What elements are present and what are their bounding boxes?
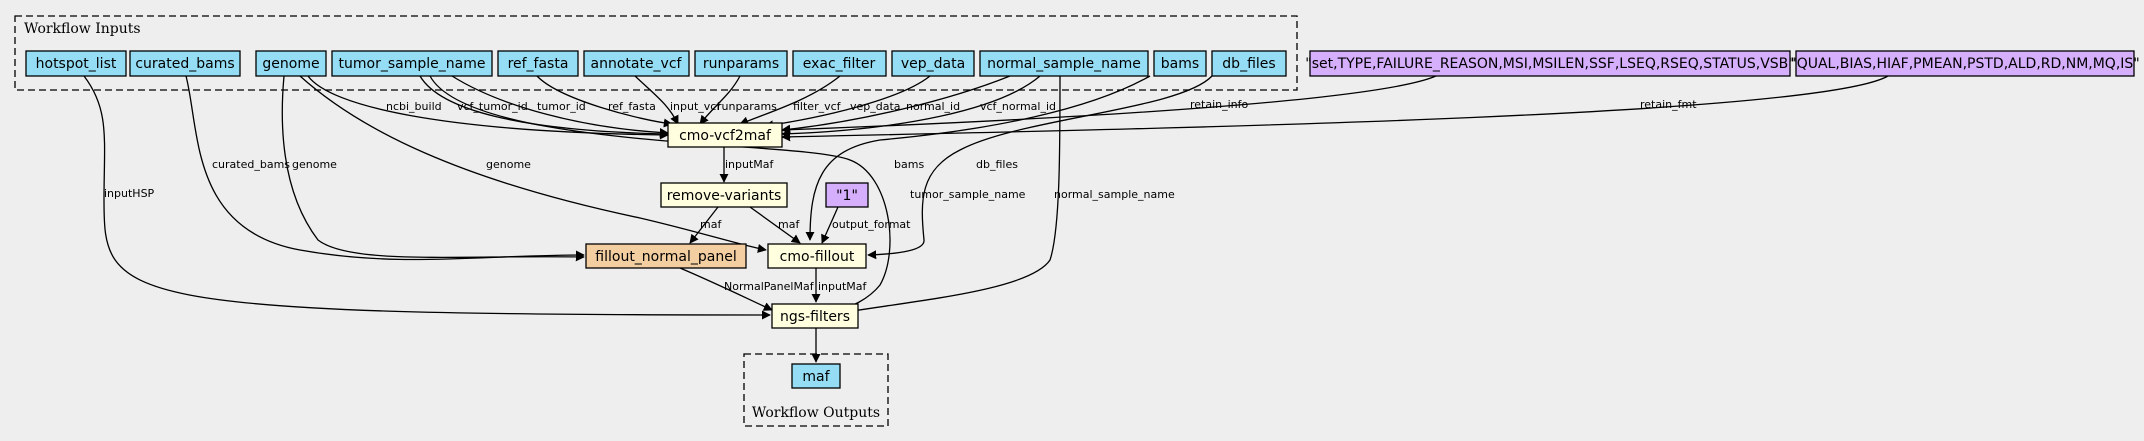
nodes-layer: hotspot_list curated_bams genome tumor_s…	[25, 50, 2140, 389]
input-node-normal-sample-name-label: normal_sample_name	[987, 56, 1141, 72]
edge-label-maf-2: maf	[778, 218, 800, 231]
edge-label-tumor-id: tumor_id	[537, 100, 586, 113]
edge-label-inputmaf-1: inputMaf	[725, 158, 775, 171]
input-node-curated-bams-label: curated_bams	[135, 56, 234, 72]
input-node-vep-data-label: vep_data	[901, 56, 965, 72]
edge-label-genome-2: genome	[486, 158, 531, 171]
edge-cmo-vcf2maf-to-remove-variants: inputMaf	[719, 147, 775, 183]
edge-label-ncbi-build: ncbi_build	[386, 100, 442, 113]
step-node-cmo-fillout-label: cmo-fillout	[780, 249, 855, 265]
constant-node-one[interactable]: "1"	[825, 182, 869, 208]
constant-node-one-label: "1"	[836, 188, 858, 204]
edge-genome-to-fillout-normal-panel: genome	[281, 75, 585, 262]
edge-normal-to-cmo-vcf2maf-b: vcf_normal_id	[781, 75, 1056, 139]
edge-tumor-to-cmo-vcf2maf-b: tumor_id	[451, 75, 669, 138]
edge-remove-variants-to-fillout-normal-panel: maf	[689, 206, 722, 244]
workflow-outputs-label: Workflow Outputs	[752, 405, 880, 421]
input-node-ref-fasta[interactable]: ref_fasta	[497, 50, 579, 77]
edge-normal-to-cmo-vcf2maf-a: normal_id	[781, 75, 1011, 134]
step-node-remove-variants-label: remove-variants	[667, 188, 782, 204]
edge-label-runparams: runparams	[717, 100, 777, 113]
output-node-maf[interactable]: maf	[791, 363, 841, 389]
edge-label-retain-info: retain_info	[1190, 98, 1249, 111]
input-node-vep-data[interactable]: vep_data	[891, 50, 975, 77]
input-node-tumor-sample-name[interactable]: tumor_sample_name	[331, 50, 493, 77]
edge-label-vcf-normal-id: vcf_normal_id	[980, 100, 1056, 113]
edge-fillout-normal-panel-to-ngs-filters: NormalPanelMaf	[679, 267, 815, 311]
input-node-runparams-label: runparams	[703, 56, 779, 72]
input-node-db-files-label: db_files	[1222, 56, 1275, 72]
edge-retain-fmt-to-cmo-vcf2maf: retain_fmt	[781, 75, 1889, 142]
edge-label-genome-1: genome	[292, 158, 337, 171]
edge-label-filter-vcf: filter_vcf	[793, 100, 842, 113]
workflow-inputs-cluster: Workflow Inputs	[14, 15, 1298, 91]
step-node-cmo-vcf2maf-label: cmo-vcf2maf	[679, 128, 772, 144]
edge-label-normalpanelmaf: NormalPanelMaf	[724, 280, 815, 293]
input-node-curated-bams[interactable]: curated_bams	[129, 50, 241, 77]
input-node-exac-filter-label: exac_filter	[803, 56, 876, 72]
input-node-ref-fasta-label: ref_fasta	[508, 56, 569, 72]
edge-label-db-files: db_files	[976, 158, 1018, 171]
edge-label-input-vcf: input_vcf	[670, 100, 721, 113]
input-node-tumor-sample-name-label: tumor_sample_name	[339, 56, 486, 72]
edge-label-tumor-sample-name: tumor_sample_name	[910, 188, 1026, 201]
subworkflow-node-fillout-normal-panel[interactable]: fillout_normal_panel	[585, 243, 747, 269]
edge-label-maf-1: maf	[700, 218, 722, 231]
edge-label-inputmaf-2: inputMaf	[818, 280, 868, 293]
edge-hotspot-to-ngs-filters: inputHSP	[83, 75, 771, 320]
input-node-genome[interactable]: genome	[255, 50, 327, 77]
constant-node-retain-info[interactable]: "set,TYPE,FAILURE_REASON,MSI,MSILEN,SSF,…	[1305, 50, 1795, 77]
output-node-maf-label: maf	[802, 369, 830, 385]
edge-label-output-format: output_format	[832, 218, 911, 231]
edge-label-curated-bams: curated_bams	[212, 158, 290, 171]
step-node-remove-variants[interactable]: remove-variants	[660, 182, 788, 208]
edge-retain-info-to-cmo-vcf2maf: retain_info	[781, 75, 1437, 135]
edge-label-retain-fmt: retain_fmt	[1640, 98, 1697, 111]
edge-cmo-fillout-to-ngs-filters: inputMaf	[811, 268, 868, 303]
edge-genome-to-cmo-fillout: genome	[299, 75, 767, 253]
edge-label-normal-sample-name: normal_sample_name	[1054, 188, 1175, 201]
edge-label-vcf-tumor-id: vcf_tumor_id	[457, 100, 528, 113]
constant-node-retain-info-label: "set,TYPE,FAILURE_REASON,MSI,MSILEN,SSF,…	[1305, 56, 1794, 72]
step-node-ngs-filters-label: ngs-filters	[780, 309, 850, 325]
input-node-db-files[interactable]: db_files	[1211, 50, 1287, 77]
input-node-bams[interactable]: bams	[1153, 50, 1207, 77]
edge-label-vep-data: vep_data	[850, 100, 901, 113]
step-node-ngs-filters[interactable]: ngs-filters	[771, 303, 859, 329]
input-node-annotate-vcf[interactable]: annotate_vcf	[583, 50, 690, 77]
input-node-normal-sample-name[interactable]: normal_sample_name	[979, 50, 1149, 77]
input-node-hotspot-list[interactable]: hotspot_list	[25, 50, 127, 77]
edge-label-normal-id: normal_id	[906, 100, 960, 113]
edge-label-bams: bams	[894, 158, 924, 171]
input-node-exac-filter[interactable]: exac_filter	[792, 50, 887, 77]
step-node-cmo-fillout[interactable]: cmo-fillout	[767, 243, 867, 269]
edge-bams-to-cmo-fillout: bams	[805, 75, 1151, 241]
input-node-annotate-vcf-label: annotate_vcf	[591, 56, 683, 72]
input-node-hotspot-list-label: hotspot_list	[36, 56, 117, 72]
input-node-runparams[interactable]: runparams	[694, 50, 788, 77]
edge-ref-fasta-to-cmo-vcf2maf: ref_fasta	[536, 75, 673, 128]
edge-normal-to-ngs-filters: normal_sample_name	[839, 75, 1175, 317]
edge-exac-filter-to-cmo-vcf2maf: filter_vcf	[739, 75, 842, 126]
edge-db-files-to-cmo-fillout: db_files	[867, 75, 1213, 260]
edges-layer: ncbi_build vcf_tumor_id tumor_id ref_fas…	[83, 75, 1889, 363]
input-node-genome-label: genome	[262, 56, 319, 72]
edge-vep-data-to-cmo-vcf2maf: vep_data	[764, 75, 931, 130]
edge-annotate-vcf-to-cmo-vcf2maf: input_vcf	[634, 75, 721, 125]
step-node-cmo-vcf2maf[interactable]: cmo-vcf2maf	[667, 122, 783, 148]
edge-remove-variants-to-cmo-fillout: maf	[749, 206, 801, 244]
workflow-inputs-label: Workflow Inputs	[24, 21, 141, 37]
edge-one-to-cmo-fillout: output_format	[821, 206, 911, 244]
constant-node-retain-fmt[interactable]: "QUAL,BIAS,HIAF,PMEAN,PSTD,ALD,RD,NM,MQ,…	[1790, 50, 2140, 77]
input-node-bams-label: bams	[1161, 56, 1199, 72]
subworkflow-node-fillout-normal-panel-label: fillout_normal_panel	[595, 249, 736, 265]
constant-node-retain-fmt-label: "QUAL,BIAS,HIAF,PMEAN,PSTD,ALD,RD,NM,MQ,…	[1790, 56, 2139, 72]
edge-tumor-to-ngs-filters: tumor_sample_name	[429, 75, 1026, 313]
edge-runparams-to-cmo-vcf2maf: runparams	[699, 75, 777, 125]
edge-label-ref-fasta: ref_fasta	[608, 100, 656, 113]
edge-label-inputhsp: inputHSP	[104, 187, 155, 200]
